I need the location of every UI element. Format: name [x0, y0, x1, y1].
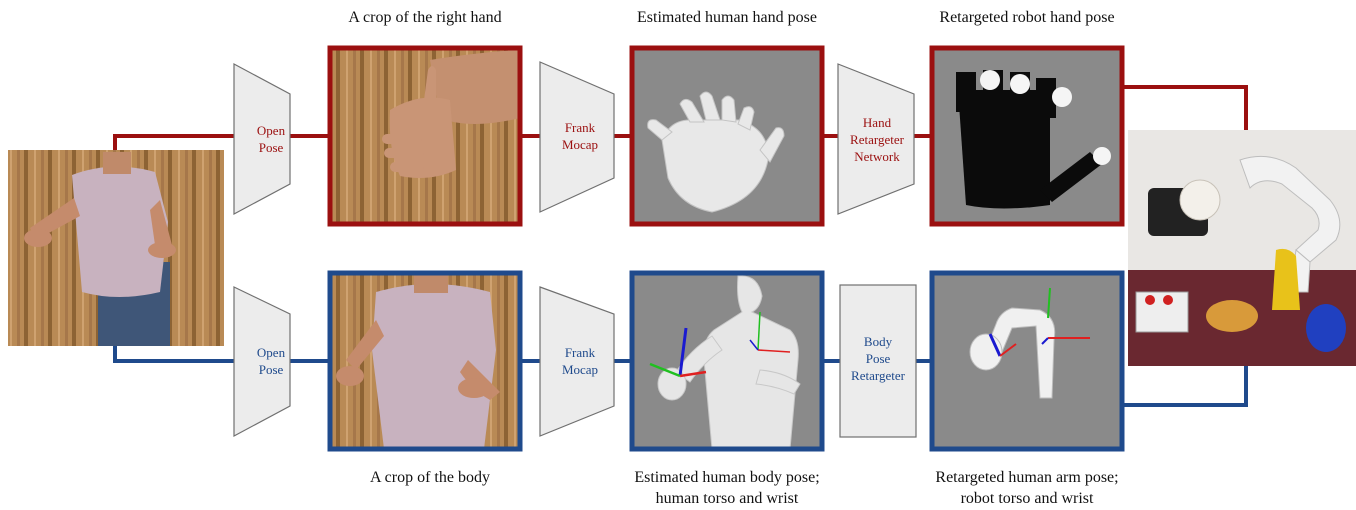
caption-right-hand-crop: A crop of the right hand [325, 7, 525, 28]
arm-pose-to-output-line [1122, 365, 1246, 405]
caption-estimated-body-pose-line1: Estimated human body pose; [597, 467, 857, 488]
caption-retargeted-arm-pose-line2: robot torso and wrist [897, 488, 1157, 509]
openpose-top-label-line1: Open [257, 123, 286, 138]
robot-hand-pose-panel [932, 48, 1122, 224]
caption-body-crop: A crop of the body [325, 467, 535, 488]
frankmocap-top-label-line2: Mocap [562, 137, 598, 152]
robot-arm-pose-panel [932, 273, 1122, 449]
body-crop-panel [330, 273, 520, 449]
hand-retargeter-label-line1: Hand [863, 115, 892, 130]
openpose-top-label-line2: Pose [259, 140, 284, 155]
caption-retargeted-arm-pose-line1: Retargeted human arm pose; [897, 467, 1157, 488]
caption-estimated-body-pose-line2: human torso and wrist [597, 488, 857, 509]
caption-retargeted-robot-hand: Retargeted robot hand pose [907, 7, 1147, 28]
hand-retargeter-label-line3: Network [854, 149, 900, 164]
caption-estimated-body-pose: Estimated human body pose; human torso a… [597, 467, 857, 509]
estimated-hand-pose-panel [632, 48, 822, 224]
robot-hand-to-output-line [1122, 87, 1246, 130]
frankmocap-bottom-label-line1: Frank [565, 345, 596, 360]
frankmocap-top-label-line1: Frank [565, 120, 596, 135]
caption-estimated-hand-pose: Estimated human hand pose [607, 7, 847, 28]
right-hand-crop-panel [330, 48, 520, 224]
openpose-bottom-label-line2: Pose [259, 362, 284, 377]
body-retargeter-label-line3: Retargeter [851, 368, 906, 383]
openpose-bottom-label-line1: Open [257, 345, 286, 360]
estimated-body-pose-panel [632, 273, 822, 449]
body-retargeter-label-line1: Body [864, 334, 893, 349]
input-to-openpose-bottom-line [115, 346, 236, 361]
input-person-image [8, 150, 224, 346]
body-retargeter-label-line2: Pose [866, 351, 891, 366]
input-to-openpose-top-line [115, 136, 236, 150]
hand-retargeter-label-line2: Retargeter [850, 132, 905, 147]
openpose-top-block-shape [234, 64, 290, 214]
caption-retargeted-arm-pose: Retargeted human arm pose; robot torso a… [897, 467, 1157, 509]
robot-output-image [1128, 130, 1356, 366]
frankmocap-bottom-label-line2: Mocap [562, 362, 598, 377]
